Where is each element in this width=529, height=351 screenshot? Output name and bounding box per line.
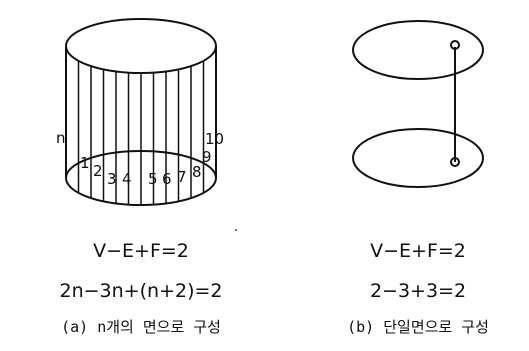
edge-label-4: 4 — [122, 170, 132, 188]
edge-label-2: 2 — [93, 162, 103, 180]
edge-label-10: 10 — [205, 130, 224, 148]
edge-label-5: 5 — [148, 170, 158, 188]
left-euler-equation: V−E+F=2 — [93, 240, 189, 262]
cylinder-n-faces-diagram: n 1 2 3 4 5 6 7 8 9 10 — [56, 18, 224, 206]
edge-label-8: 8 — [192, 163, 202, 181]
edge-label-n: n — [56, 129, 66, 147]
face-dividing-edges — [77, 60, 205, 205]
bottom-vertex — [450, 157, 460, 167]
bottom-loop-ellipse — [352, 128, 484, 188]
top-loop-ellipse — [352, 20, 484, 80]
top-vertex — [450, 40, 460, 50]
edge-label-1: 1 — [80, 154, 90, 172]
cylinder-top-ellipse — [65, 18, 217, 74]
single-face-diagram — [352, 20, 484, 188]
edge-label-3: 3 — [107, 170, 117, 188]
edge-label-6: 6 — [162, 170, 172, 188]
stray-dot — [235, 229, 237, 231]
right-substituted-equation: 2−3+3=2 — [370, 280, 466, 302]
edge-label-9: 9 — [202, 148, 212, 166]
right-caption: (b) 단일면으로 구성 — [347, 318, 489, 336]
right-euler-equation: V−E+F=2 — [370, 240, 466, 262]
left-caption: (a) n개의 면으로 구성 — [61, 318, 221, 336]
left-substituted-equation: 2n−3n+(n+2)=2 — [60, 280, 223, 302]
edge-label-7: 7 — [177, 168, 187, 186]
